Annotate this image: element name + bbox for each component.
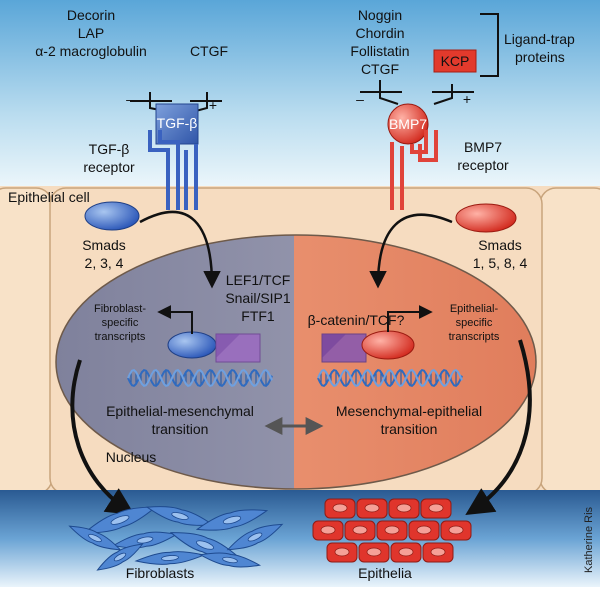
epithelial-cell-shape [324,498,356,519]
epithelial-cell-shape [422,542,454,563]
tf-right: β-catenin/TCF? [308,312,405,328]
tf-left-3: FTF1 [241,308,275,324]
smad-left [84,201,140,231]
epithelial-cell-shape [312,520,344,541]
artist-credit: Katherine Ris [583,506,595,573]
emt-label-2: transition [152,421,209,437]
inhibitor-macroglobulin: α-2 macroglobulin [35,43,147,59]
inhibitor-chordin: Chordin [355,25,404,41]
epithelial-cell-label: Epithelial cell [8,189,90,205]
ligand-trap-1: Ligand-trap [504,31,575,47]
epithelial-cell-shape [408,520,440,541]
fibro-transcripts-3: transcripts [95,331,146,343]
tgfb-ligand [155,103,199,145]
dna-strand [127,368,273,388]
epithelial-cell-shape [388,498,420,519]
met-outcome-arrow [465,339,532,516]
plus-left: + [209,97,217,113]
dna-strand [317,368,463,388]
dna-strand [317,368,463,388]
bmp7-modulators [360,13,499,105]
epithelial-cell-shape [420,498,452,519]
bmp7-ligand-label: BMP7 [389,116,427,132]
minus-right: – [356,91,364,107]
enhancer-ctgf-left: CTGF [190,43,228,59]
fibro-transcripts-2: specific [102,317,139,329]
nucleus-label: Nucleus [106,449,157,465]
inhibitor-lap: LAP [78,25,104,41]
nucleus [55,234,537,490]
tgfb-receptor-label-2: receptor [83,159,135,175]
bmp7-signal-arrow [369,213,453,289]
extracellular-space [0,0,600,190]
smads-left-2: 2, 3, 4 [85,255,124,271]
smads-left-1: Smads [82,237,126,253]
epithelial-cell-shape [356,498,388,519]
epi-transcripts-2: specific [456,317,493,329]
minus-left: – [126,91,134,107]
fibroblast [195,509,269,531]
emt-outcome-arrow [70,359,135,516]
tf-complex-right [321,330,415,363]
epithelial-cell-shape [440,520,472,541]
inhibitor-ctgf-right: CTGF [361,61,399,77]
bmp7-receptor-label-2: receptor [457,157,509,173]
fibroblast [226,523,284,551]
tf-complex-left [167,331,261,363]
met-label-1: Mesenchymal-epithelial [336,403,482,419]
epithelial-cell-shape [376,520,408,541]
inhibitor-follistatin: Follistatin [350,43,409,59]
fibroblast [82,506,158,534]
tgfb-receptor-label-1: TGF-β [89,141,130,157]
epithelia-label: Epithelia [358,565,412,581]
met-label-2: transition [381,421,438,437]
fibroblast [198,552,262,568]
fibro-transcript-arrow [157,305,193,334]
fibroblast [145,506,215,526]
kcp-label: KCP [441,53,470,69]
inhibitor-noggin: Noggin [358,7,402,23]
epithelial-cell-shape [344,520,376,541]
epithelial-cell-shape [390,542,422,563]
tgfb-receptor [148,130,198,210]
epi-transcripts-1: Epithelial- [450,303,499,315]
fibro-transcripts-1: Fibroblast- [94,303,146,315]
dna-left [127,368,273,388]
epi-transcript-arrow [387,305,433,332]
kcp-box [433,49,477,73]
inhibitor-decorin: Decorin [67,7,115,23]
epithelial-cell-shape [326,542,358,563]
bmp7-receptor-label-1: BMP7 [464,139,502,155]
bmp7-ligand [387,103,429,145]
dna-strand [127,368,273,388]
fibroblast-cluster [68,506,284,571]
tgfb-ligand-label: TGF-β [157,115,198,131]
epithelial-cell-shape [358,542,390,563]
fibroblast [96,543,144,571]
fibroblasts-label: Fibroblasts [126,565,194,581]
bmp7-receptor [390,130,438,210]
tgfb-signal-arrow [139,210,221,289]
smad-right [455,203,517,233]
smads-right-1: Smads [478,237,522,253]
smads-right-2: 1, 5, 8, 4 [473,255,528,271]
epi-transcripts-3: transcripts [449,331,500,343]
dna-right [317,368,463,388]
tf-left-2: Snail/SIP1 [225,290,291,306]
emt-label-1: Epithelial-mesenchymal [106,403,254,419]
tf-left-1: LEF1/TCF [226,272,291,288]
epithelia-cluster [312,498,472,563]
ligand-trap-2: proteins [515,49,565,65]
plus-right: + [463,91,471,107]
